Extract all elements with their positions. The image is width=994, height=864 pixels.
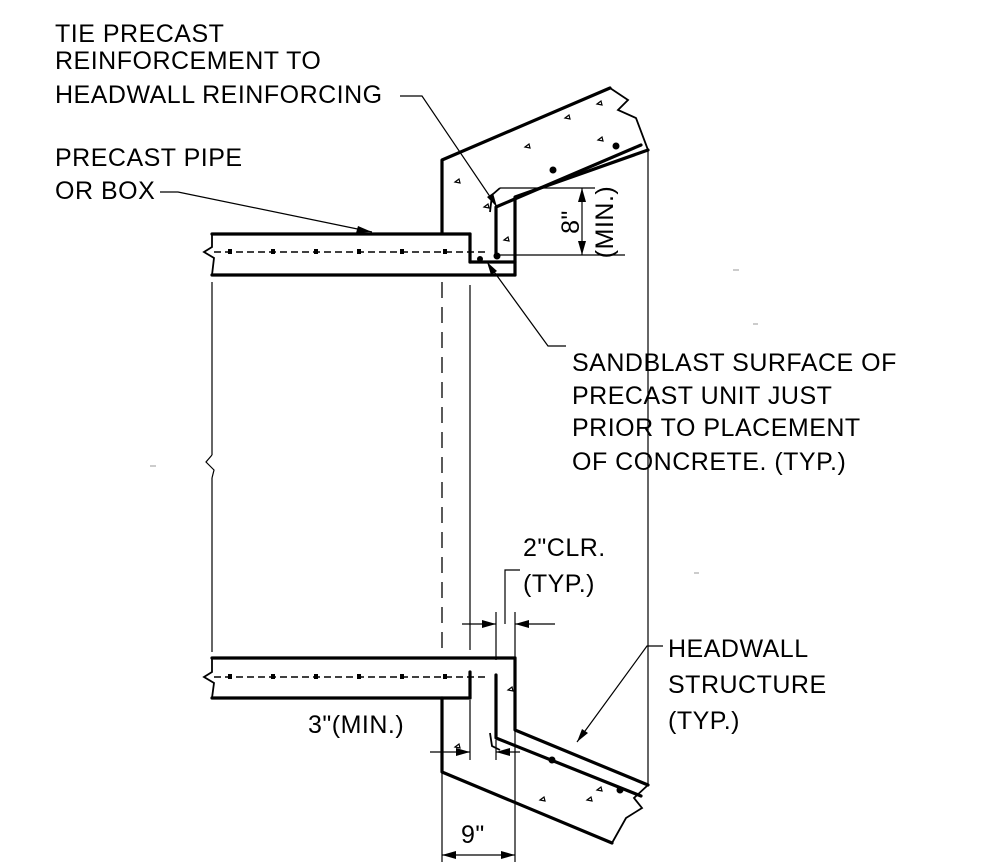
tie-precast-label-line1: TIE PRECAST <box>55 20 224 48</box>
lower-headwall-concrete <box>440 656 650 845</box>
lower-precast-pipe-wall <box>202 656 517 700</box>
headwall-label-line3: (TYP.) <box>668 707 740 735</box>
precast-pipe-label-line2: OR BOX <box>55 177 155 205</box>
sandblast-label-line4: OF CONCRETE. (TYP.) <box>572 448 846 476</box>
dim-2in-clr <box>462 569 555 628</box>
dim-8-min-text: (MIN.) <box>591 186 619 258</box>
tie-precast-label-line2: REINFORCEMENT TO <box>55 47 321 75</box>
upper-precast-pipe-wall <box>202 232 517 277</box>
leaders <box>160 95 663 743</box>
upper-headwall-concrete <box>440 86 650 277</box>
scan-specks <box>150 269 758 574</box>
min3-label: 3"(MIN.) <box>308 711 404 739</box>
headwall-label-line2: STRUCTURE <box>668 671 827 699</box>
tie-precast-label-line3: HEADWALL REINFORCING <box>55 81 383 109</box>
dim-8in-min: 8" (MIN.) <box>500 186 625 258</box>
dim9-label: 9" <box>461 821 485 849</box>
sandblast-label-line1: SANDBLAST SURFACE OF <box>572 349 897 377</box>
dim-8-text: 8" <box>557 210 585 234</box>
sandblast-label-line3: PRIOR TO PLACEMENT <box>572 414 861 442</box>
dim-9in <box>442 851 515 859</box>
precast-pipe-label-line1: PRECAST PIPE <box>55 144 243 172</box>
clr-label-line1: 2"CLR. <box>523 534 606 562</box>
annotation-text: TIE PRECAST REINFORCEMENT TO HEADWALL RE… <box>55 20 897 849</box>
headwall-label-line1: HEADWALL <box>668 635 809 663</box>
clr-label-line2: (TYP.) <box>523 570 595 598</box>
reference-lines <box>205 150 649 862</box>
dim-3in-min <box>430 748 520 756</box>
sandblast-label-line2: PRECAST UNIT JUST <box>572 382 832 410</box>
